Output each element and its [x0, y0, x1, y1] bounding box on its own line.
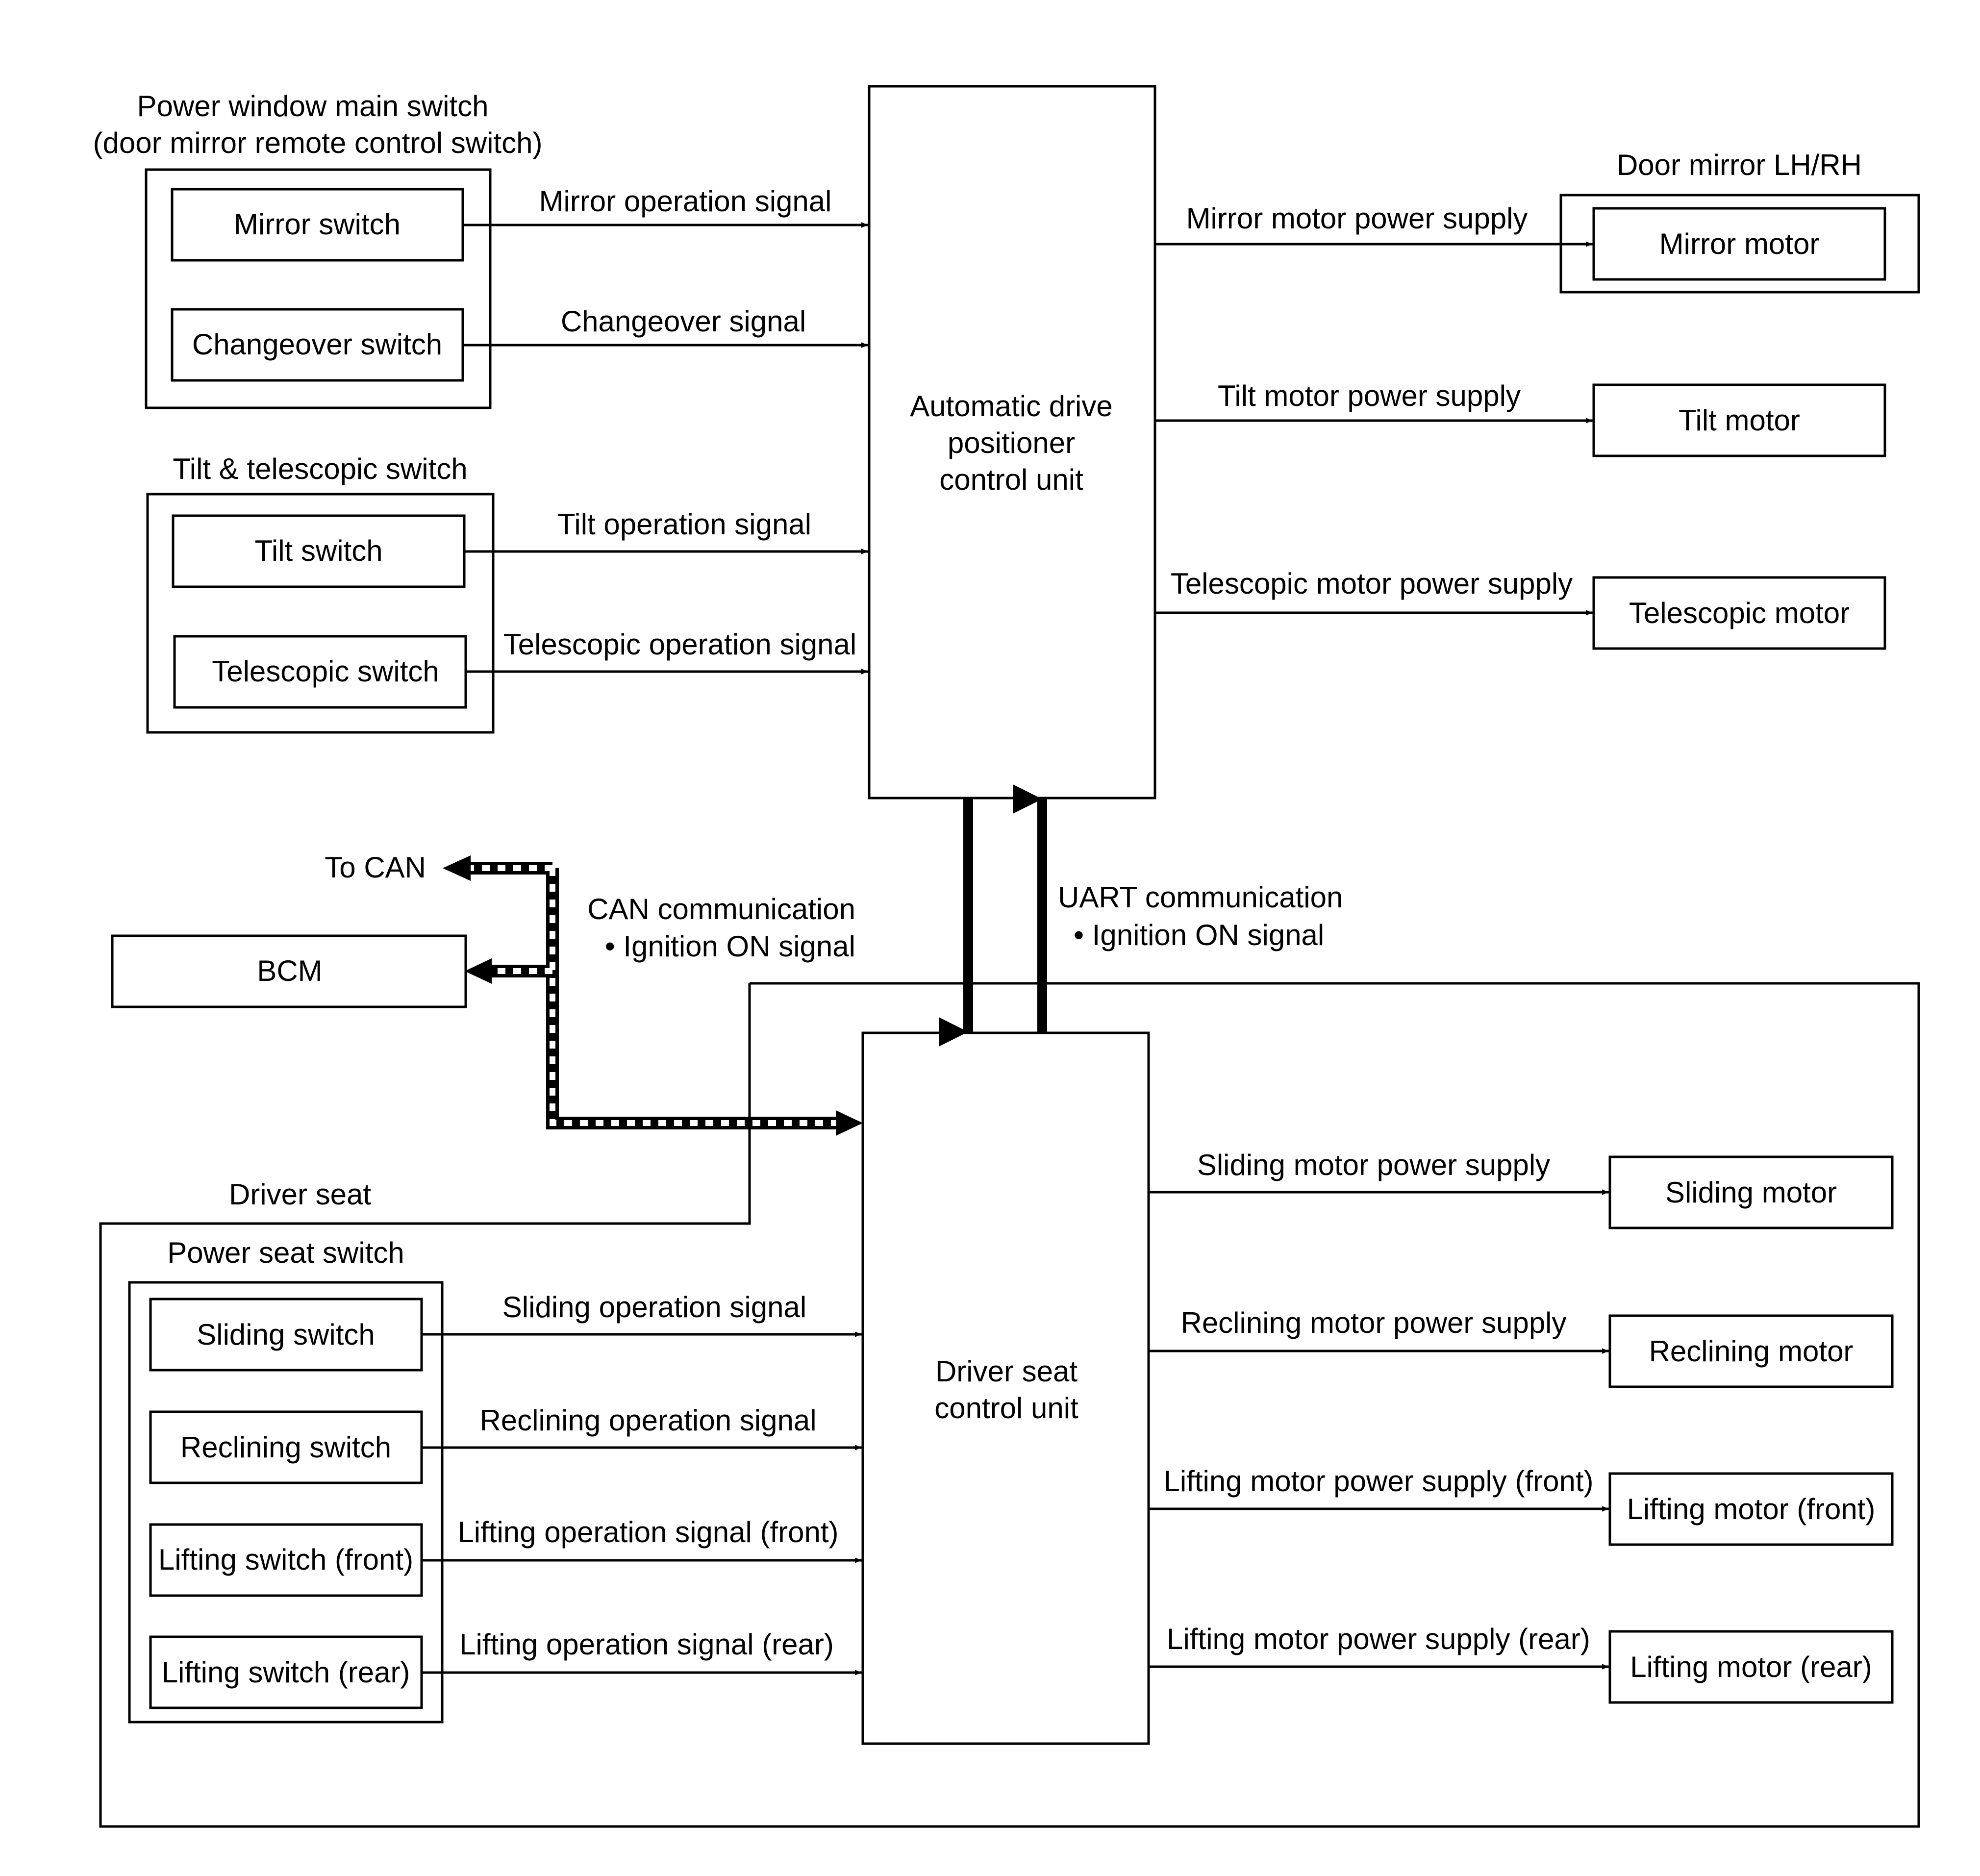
power-seat-switch-frame — [128, 1281, 444, 1724]
lifting-switch-rear-box — [149, 1635, 423, 1709]
lifting-motor-front-label: Lifting motor (front) — [1627, 1493, 1876, 1526]
bcm-label: BCM — [257, 954, 322, 987]
telescopic-motor-power-label: Telescopic motor power supply — [1171, 567, 1573, 600]
tilt-motor-power-label: Tilt motor power supply — [1218, 379, 1521, 412]
tilt-switch-box — [172, 514, 466, 588]
power-window-title-1: Power window main switch — [137, 90, 489, 123]
driver-seat-title: Driver seat — [229, 1178, 371, 1211]
lifting-motor-rear-box — [1608, 1630, 1894, 1704]
lifting-operation-signal-front-label: Lifting operation signal (front) — [457, 1516, 838, 1549]
can-ignition-label: • Ignition ON signal — [605, 930, 855, 963]
tilt-tele-title: Tilt & telescopic switch — [173, 452, 467, 485]
changeover-switch-label: Changeover switch — [192, 328, 442, 361]
power-seat-title: Power seat switch — [167, 1236, 404, 1269]
sliding-switch-box — [149, 1298, 423, 1372]
sliding-motor-power-label: Sliding motor power supply — [1197, 1149, 1550, 1181]
telescopic-motor-label: Telescopic motor — [1629, 597, 1850, 629]
seat-unit-label-1: Driver seat — [935, 1355, 1078, 1388]
reclining-motor-label: Reclining motor — [1649, 1335, 1854, 1368]
reclining-switch-label: Reclining switch — [180, 1431, 391, 1464]
bcm-box — [111, 934, 467, 1008]
driver-seat-control-unit-box — [861, 1031, 1150, 1745]
reclining-operation-signal-label: Reclining operation signal — [479, 1404, 816, 1437]
lifting-switch-front-box — [149, 1523, 423, 1597]
lifting-switch-rear-label: Lifting switch (rear) — [162, 1656, 410, 1689]
uart-communication-label: UART communication — [1058, 881, 1343, 914]
lifting-motor-rear-power-label: Lifting motor power supply (rear) — [1167, 1623, 1590, 1655]
uart-ignition-label: • Ignition ON signal — [1074, 919, 1324, 951]
power-window-switch-frame — [145, 168, 492, 409]
reclining-switch-box — [149, 1410, 423, 1484]
adp-unit-label-2: positioner — [948, 426, 1075, 459]
tilt-motor-label: Tilt motor — [1679, 404, 1800, 437]
mirror-switch-label: Mirror switch — [234, 208, 401, 241]
door-mirror-title: Door mirror LH/RH — [1617, 149, 1862, 181]
adp-unit-label-3: control unit — [939, 463, 1083, 496]
changeover-signal-label: Changeover signal — [561, 305, 806, 338]
telescopic-switch-box — [173, 635, 467, 709]
telescopic-motor-box — [1592, 576, 1886, 650]
reclining-motor-power-label: Reclining motor power supply — [1180, 1306, 1566, 1339]
to-can-label: To CAN — [325, 851, 426, 884]
sliding-motor-box — [1608, 1155, 1894, 1229]
can-communication-label: CAN communication — [587, 893, 855, 925]
lifting-motor-front-box — [1608, 1472, 1894, 1546]
tilt-motor-box — [1592, 383, 1886, 457]
mirror-operation-signal-label: Mirror operation signal — [539, 185, 832, 218]
mirror-motor-power-label: Mirror motor power supply — [1186, 202, 1528, 235]
can-bus — [443, 855, 863, 1136]
sliding-operation-signal-label: Sliding operation signal — [502, 1291, 806, 1324]
lifting-operation-signal-rear-label: Lifting operation signal (rear) — [459, 1628, 834, 1661]
power-window-title-2: (door mirror remote control switch) — [93, 126, 543, 159]
seat-unit-label-2: control unit — [934, 1392, 1078, 1425]
adp-unit-label-1: Automatic drive — [910, 390, 1113, 423]
sliding-motor-label: Sliding motor — [1665, 1176, 1837, 1209]
driver-seat-outline — [99, 982, 1920, 1828]
sliding-switch-label: Sliding switch — [197, 1318, 375, 1351]
telescopic-operation-signal-label: Telescopic operation signal — [503, 628, 856, 661]
tilt-tele-switch-frame — [146, 493, 495, 734]
changeover-switch-box — [171, 308, 464, 382]
lifting-motor-front-power-label: Lifting motor power supply (front) — [1163, 1465, 1593, 1498]
mirror-motor-box — [1592, 207, 1886, 281]
telescopic-switch-label: Telescopic switch — [212, 655, 439, 688]
mirror-motor-label: Mirror motor — [1659, 227, 1820, 260]
mirror-switch-box — [171, 188, 464, 262]
tilt-operation-signal-label: Tilt operation signal — [557, 508, 811, 541]
adp-control-unit-box — [868, 85, 1156, 800]
reclining-motor-box — [1608, 1314, 1894, 1388]
tilt-switch-label: Tilt switch — [254, 534, 382, 567]
lifting-motor-rear-label: Lifting motor (rear) — [1630, 1651, 1872, 1683]
lifting-switch-front-label: Lifting switch (front) — [158, 1543, 413, 1576]
